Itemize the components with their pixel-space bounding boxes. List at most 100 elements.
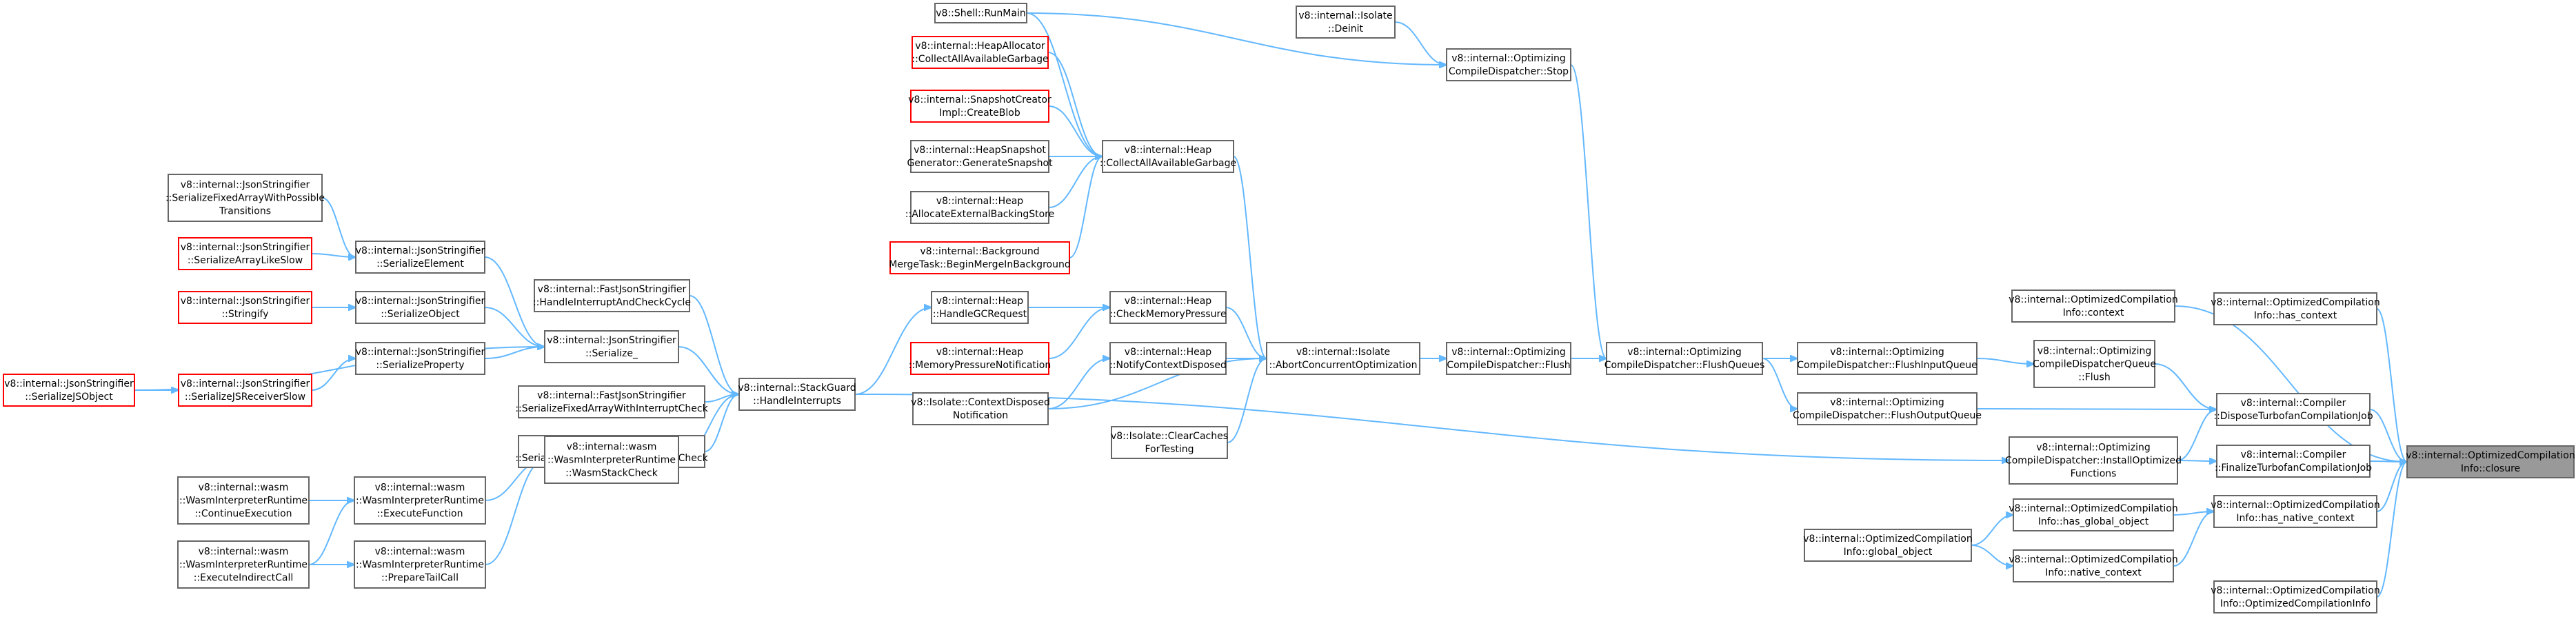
node-has-native-context[interactable]: v8::internal::OptimizedCompilationInfo::… [2211,495,2380,528]
node-label-line: Generator::GenerateSnapshot [907,158,1053,169]
node-label-line: v8::internal::JsonStringifier [181,296,310,307]
node-label-line: Info::has_native_context [2236,513,2355,524]
node-stackguard-handle[interactable]: v8::internal::StackGuard::HandleInterrup… [738,378,856,411]
node-box [2213,580,2377,613]
node-label-line: v8::internal::JsonStringifier [547,335,676,346]
node-native-context[interactable]: v8::internal::OptimizedCompilationInfo::… [2009,549,2178,582]
edge-global_object-to-native_context [1971,545,2013,566]
node-flush-input[interactable]: v8::internal::OptimizingCompileDispatche… [1797,342,1978,375]
node-snapshot-creator[interactable]: v8::internal::SnapshotCreatorImpl::Creat… [908,90,1051,123]
node-label-line: Info::global_object [1844,547,1933,558]
node-closure[interactable]: v8::internal::OptimizedCompilationInfo::… [2406,445,2575,478]
node-allocate-external[interactable]: v8::internal::Heap::AllocateExternalBack… [905,191,1054,224]
node-json-serialize-property[interactable]: v8::internal::JsonStringifier::Serialize… [355,342,485,375]
node-json-serialize-fixed-transitions[interactable]: v8::internal::JsonStringifier::Serialize… [165,174,325,222]
node-label-line: v8::internal::Optimizing [1451,53,1566,64]
node-label-line: CompileDispatcherQueue [2033,359,2156,370]
edge-wasm_prepare_tail_call-to-wasm_stack_check [485,460,545,565]
node-box [2406,445,2575,478]
node-label-line: v8::internal::OptimizedCompilation [2211,297,2379,308]
node-label-line: ::WasmInterpreterRuntime [179,560,308,571]
node-box [931,291,1029,324]
node-isolate-deinit[interactable]: v8::internal::Isolate::Deinit [1296,6,1396,39]
node-flush-queues[interactable]: v8::internal::OptimizingCompileDispatche… [1604,342,1765,375]
node-label-line: v8::internal::OptimizedCompilation [2009,503,2177,514]
node-box [2033,340,2155,388]
node-box [1606,342,1763,375]
node-json-serialize-array-like[interactable]: v8::internal::JsonStringifier::Serialize… [178,237,312,270]
node-global-object[interactable]: v8::internal::OptimizedCompilationInfo::… [1803,529,1973,562]
node-label-line: v8::internal::OptimizedCompilation [2211,585,2379,596]
edge-context_disposed_notification-to-abort_concurrent [1047,358,1267,409]
node-oci-context[interactable]: v8::internal::OptimizedCompilationInfo::… [2009,290,2178,323]
node-background-merge[interactable]: v8::internal::BackgroundMergeTask::Begin… [889,241,1071,274]
node-wasm-continue-execution[interactable]: v8::internal::wasm::WasmInterpreterRunti… [177,476,310,525]
edge-json_serialize_object-to-json_serialize_ [484,307,545,347]
node-has-global-object[interactable]: v8::internal::OptimizedCompilationInfo::… [2009,498,2178,531]
node-collect-all-available[interactable]: v8::internal::Heap::CollectAllAvailableG… [1100,140,1236,173]
node-label-line: ::HandleInterruptAndCheckCycle [533,297,691,308]
node-ocd-flush[interactable]: v8::internal::OptimizingCompileDispatche… [1446,342,1571,375]
node-json-stringify[interactable]: v8::internal::JsonStringifier::Stringify [178,291,312,324]
node-label-line: v8::internal::Optimizing [1451,347,1566,358]
edge-memory_pressure_notification-to-check_memory_pressure [1048,307,1110,359]
node-label-line: ::ContinueExecution [194,509,292,520]
node-json-serialize-jsreceiver[interactable]: v8::internal::JsonStringifier::Serialize… [178,374,312,407]
edge-background_merge-to-collect_all_available [1069,156,1103,258]
edge-wasm_execute_indirect-to-wasm_execute_function [308,500,354,565]
node-install-optimized[interactable]: v8::internal::OptimizingCompileDispatche… [2005,436,2182,485]
edge-install_optimized-to-dispose_job [2177,409,2217,461]
node-json-serialize-object[interactable]: v8::internal::JsonStringifier::Serialize… [355,291,485,324]
node-label-line: v8::internal::SnapshotCreator [908,94,1051,105]
edge-context_disposed_notification-to-notify_context_disposed [1047,358,1110,409]
node-dispose-job[interactable]: v8::internal::Compiler::DisposeTurbofanC… [2213,393,2373,426]
node-wasm-stack-check[interactable]: v8::internal::wasm::WasmInterpreterRunti… [544,436,679,484]
node-label-line: ::WasmStackCheck [565,468,658,479]
node-box [910,90,1049,123]
node-label-line: v8::internal::JsonStringifier [181,242,310,253]
node-box [2009,436,2178,485]
node-box [354,476,486,525]
node-wasm-execute-indirect[interactable]: v8::internal::wasm::WasmInterpreterRunti… [177,540,310,589]
node-label-line: ::MemoryPressureNotification [909,360,1051,371]
node-ocd-stop[interactable]: v8::internal::OptimizingCompileDispatche… [1446,48,1571,81]
node-wasm-execute-function[interactable]: v8::internal::wasm::WasmInterpreterRunti… [354,476,486,525]
node-wasm-prepare-tail-call[interactable]: v8::internal::wasm::WasmInterpreterRunti… [354,540,486,589]
node-fast-json-serialize[interactable]: v8::internal::FastJsonStringifier::Seria… [515,385,709,418]
node-label-line: ::WasmInterpreterRuntime [356,496,484,507]
node-json-serialize-[interactable]: v8::internal::JsonStringifier::Serialize… [544,330,679,363]
node-label-line: ::SerializeFixedArrayWithInterruptCheck [515,403,708,414]
node-oci-ctor[interactable]: v8::internal::OptimizedCompilationInfo::… [2211,580,2380,613]
node-box [2013,549,2174,582]
node-label-line: ::CollectAllAvailableGarbage [912,54,1048,65]
node-shell-runmain[interactable]: v8::Shell::RunMain [934,3,1027,23]
node-box [518,385,705,418]
node-handle-gc-request[interactable]: v8::internal::Heap::HandleGCRequest [931,291,1029,324]
node-json-serialize-element[interactable]: v8::internal::JsonStringifier::Serialize… [355,241,485,274]
edge-has_context-to-closure [2376,308,2407,462]
node-label-line: CompileDispatcher::FlushQueues [1604,360,1765,371]
node-finalize-job[interactable]: v8::internal::Compiler::FinalizeTurbofan… [2215,445,2372,478]
node-fast-json-handle[interactable]: v8::internal::FastJsonStringifier::Handl… [533,279,691,312]
node-box [2216,445,2371,478]
node-box [1111,426,1228,459]
node-label-line: Info::closure [2461,463,2520,474]
node-abort-concurrent[interactable]: v8::internal::Isolate::AbortConcurrentOp… [1266,342,1420,375]
node-has-context[interactable]: v8::internal::OptimizedCompilationInfo::… [2211,292,2380,325]
node-label-line: ::ExecuteIndirectCall [194,573,294,584]
node-memory-pressure-notification[interactable]: v8::internal::Heap::MemoryPressureNotifi… [909,342,1051,375]
node-label-line: v8::internal::JsonStringifier [181,378,310,389]
node-flush-output[interactable]: v8::internal::OptimizingCompileDispatche… [1793,392,1982,425]
node-label-line: v8::internal::Optimizing [2037,346,2152,357]
node-heap-allocator[interactable]: v8::internal::HeapAllocator::CollectAllA… [912,36,1049,69]
node-label-line: Info::has_context [2254,310,2337,321]
node-label-line: v8::internal::OptimizedCompilation [2009,294,2177,305]
node-json-serialize-jsobject[interactable]: v8::internal::JsonStringifier::Serialize… [3,374,135,407]
node-label-line: ::WasmInterpreterRuntime [547,455,676,466]
node-queue-flush[interactable]: v8::internal::OptimizingCompileDispatche… [2033,340,2156,388]
node-check-memory-pressure[interactable]: v8::internal::Heap::CheckMemoryPressure [1109,291,1227,324]
node-notify-context-disposed[interactable]: v8::internal::Heap::NotifyContextDispose… [1109,342,1227,375]
node-heap-snapshot[interactable]: v8::internal::HeapSnapshotGenerator::Gen… [907,140,1053,173]
